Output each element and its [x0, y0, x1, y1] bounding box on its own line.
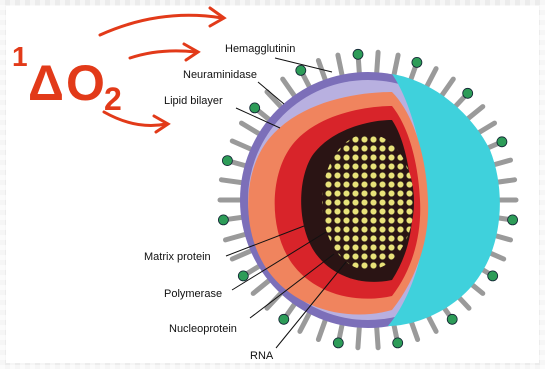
neuraminidase-spike: [393, 338, 403, 348]
neuraminidase-spike: [463, 88, 473, 98]
neuraminidase-spike: [333, 338, 343, 348]
neuraminidase-spike: [353, 49, 363, 59]
arrow-top: [100, 15, 222, 35]
label-matrix-protein: Matrix protein: [144, 251, 211, 263]
label-hemagglutinin: Hemagglutinin: [225, 43, 295, 55]
virus-body: [240, 72, 500, 328]
neuraminidase-spike: [497, 137, 507, 147]
neuraminidase-spike: [447, 314, 457, 324]
label-neuraminidase: Neuraminidase: [183, 69, 257, 81]
neuraminidase-spike: [222, 156, 232, 166]
formula-superscript: 1: [12, 41, 28, 72]
neuraminidase-spike: [296, 65, 306, 75]
neuraminidase-spike: [412, 57, 422, 67]
neuraminidase-spike: [279, 314, 289, 324]
neuraminidase-spike: [238, 271, 248, 281]
label-lipid-bilayer: Lipid bilayer: [164, 95, 223, 107]
nucleoprotein-mass: [322, 134, 414, 270]
singlet-oxygen-formula: 1 Δ O 2: [12, 41, 122, 117]
leader-neuraminidase: [258, 82, 284, 104]
formula-oxygen: O: [66, 55, 105, 111]
neuraminidase-spike: [218, 215, 228, 225]
label-polymerase: Polymerase: [164, 288, 222, 300]
label-nucleoprotein: Nucleoprotein: [169, 323, 237, 335]
neuraminidase-spike: [508, 215, 518, 225]
label-rna: RNA: [250, 350, 274, 362]
formula-delta: Δ: [28, 55, 64, 111]
formula-subscript: 2: [104, 81, 122, 117]
neuraminidase-spike: [250, 103, 260, 113]
arrow-middle: [130, 51, 196, 58]
neuraminidase-spike: [488, 271, 498, 281]
